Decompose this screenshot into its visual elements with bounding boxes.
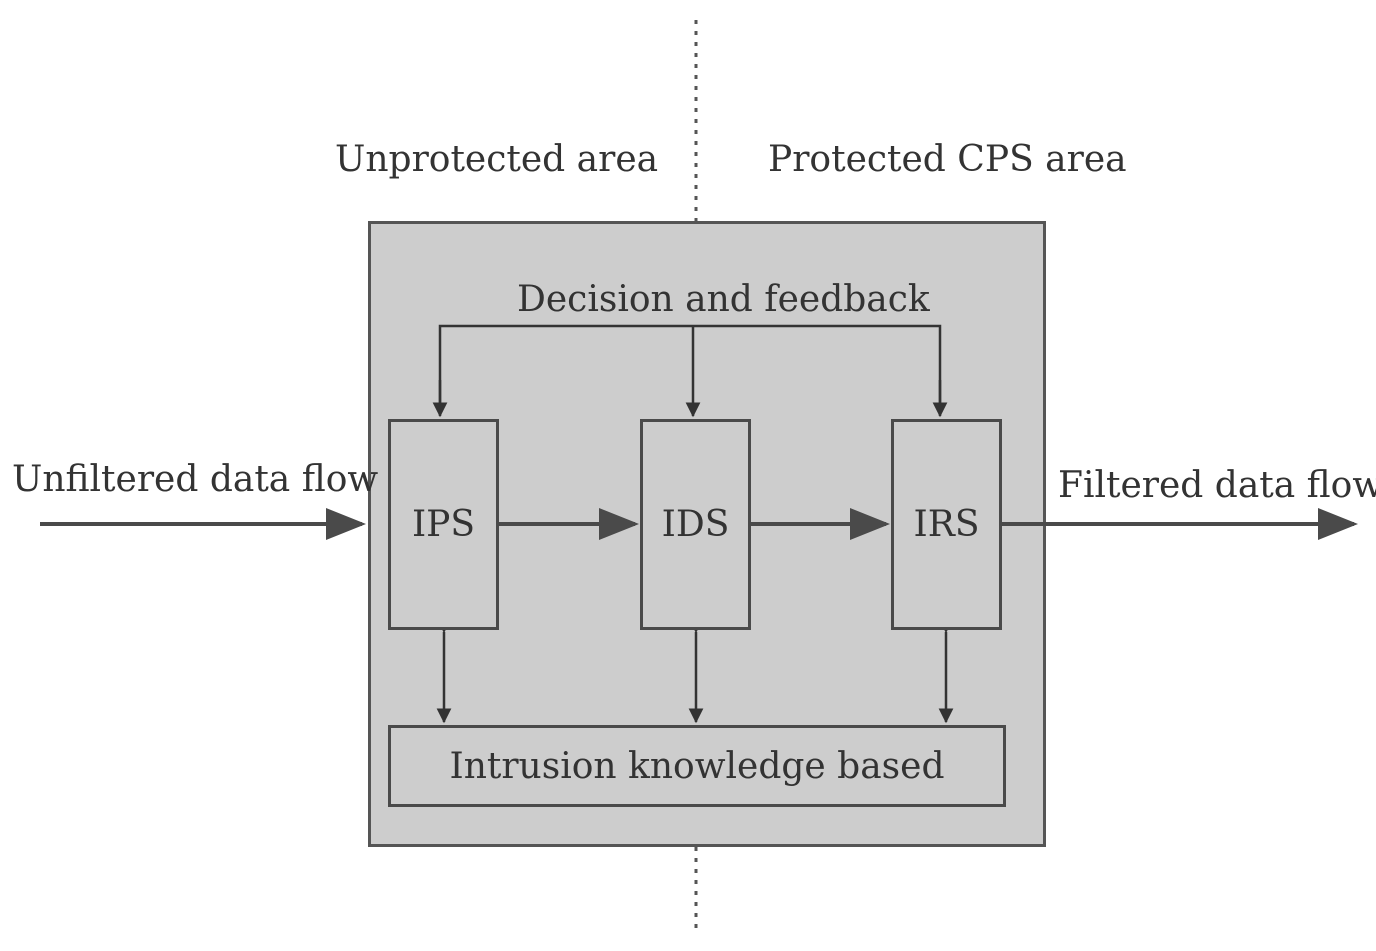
unprotected-area-label: Unprotected area <box>335 139 659 180</box>
ids-label: IDS <box>661 504 730 545</box>
irs-label: IRS <box>913 504 980 545</box>
ips-box: IPS <box>388 419 499 630</box>
protected-area-label: Protected CPS area <box>768 139 1127 180</box>
feedback-label: Decision and feedback <box>517 279 930 320</box>
filtered-flow-label: Filtered data flow <box>1058 465 1376 506</box>
ids-box: IDS <box>640 419 751 630</box>
feedback-bracket <box>438 324 942 412</box>
knowledge-base-label: Intrusion knowledge based <box>449 745 945 787</box>
knowledge-base-box: Intrusion knowledge based <box>388 725 1006 807</box>
ips-label: IPS <box>411 504 476 545</box>
irs-box: IRS <box>891 419 1002 630</box>
unfiltered-flow-label: Unfiltered data flow <box>12 459 379 500</box>
